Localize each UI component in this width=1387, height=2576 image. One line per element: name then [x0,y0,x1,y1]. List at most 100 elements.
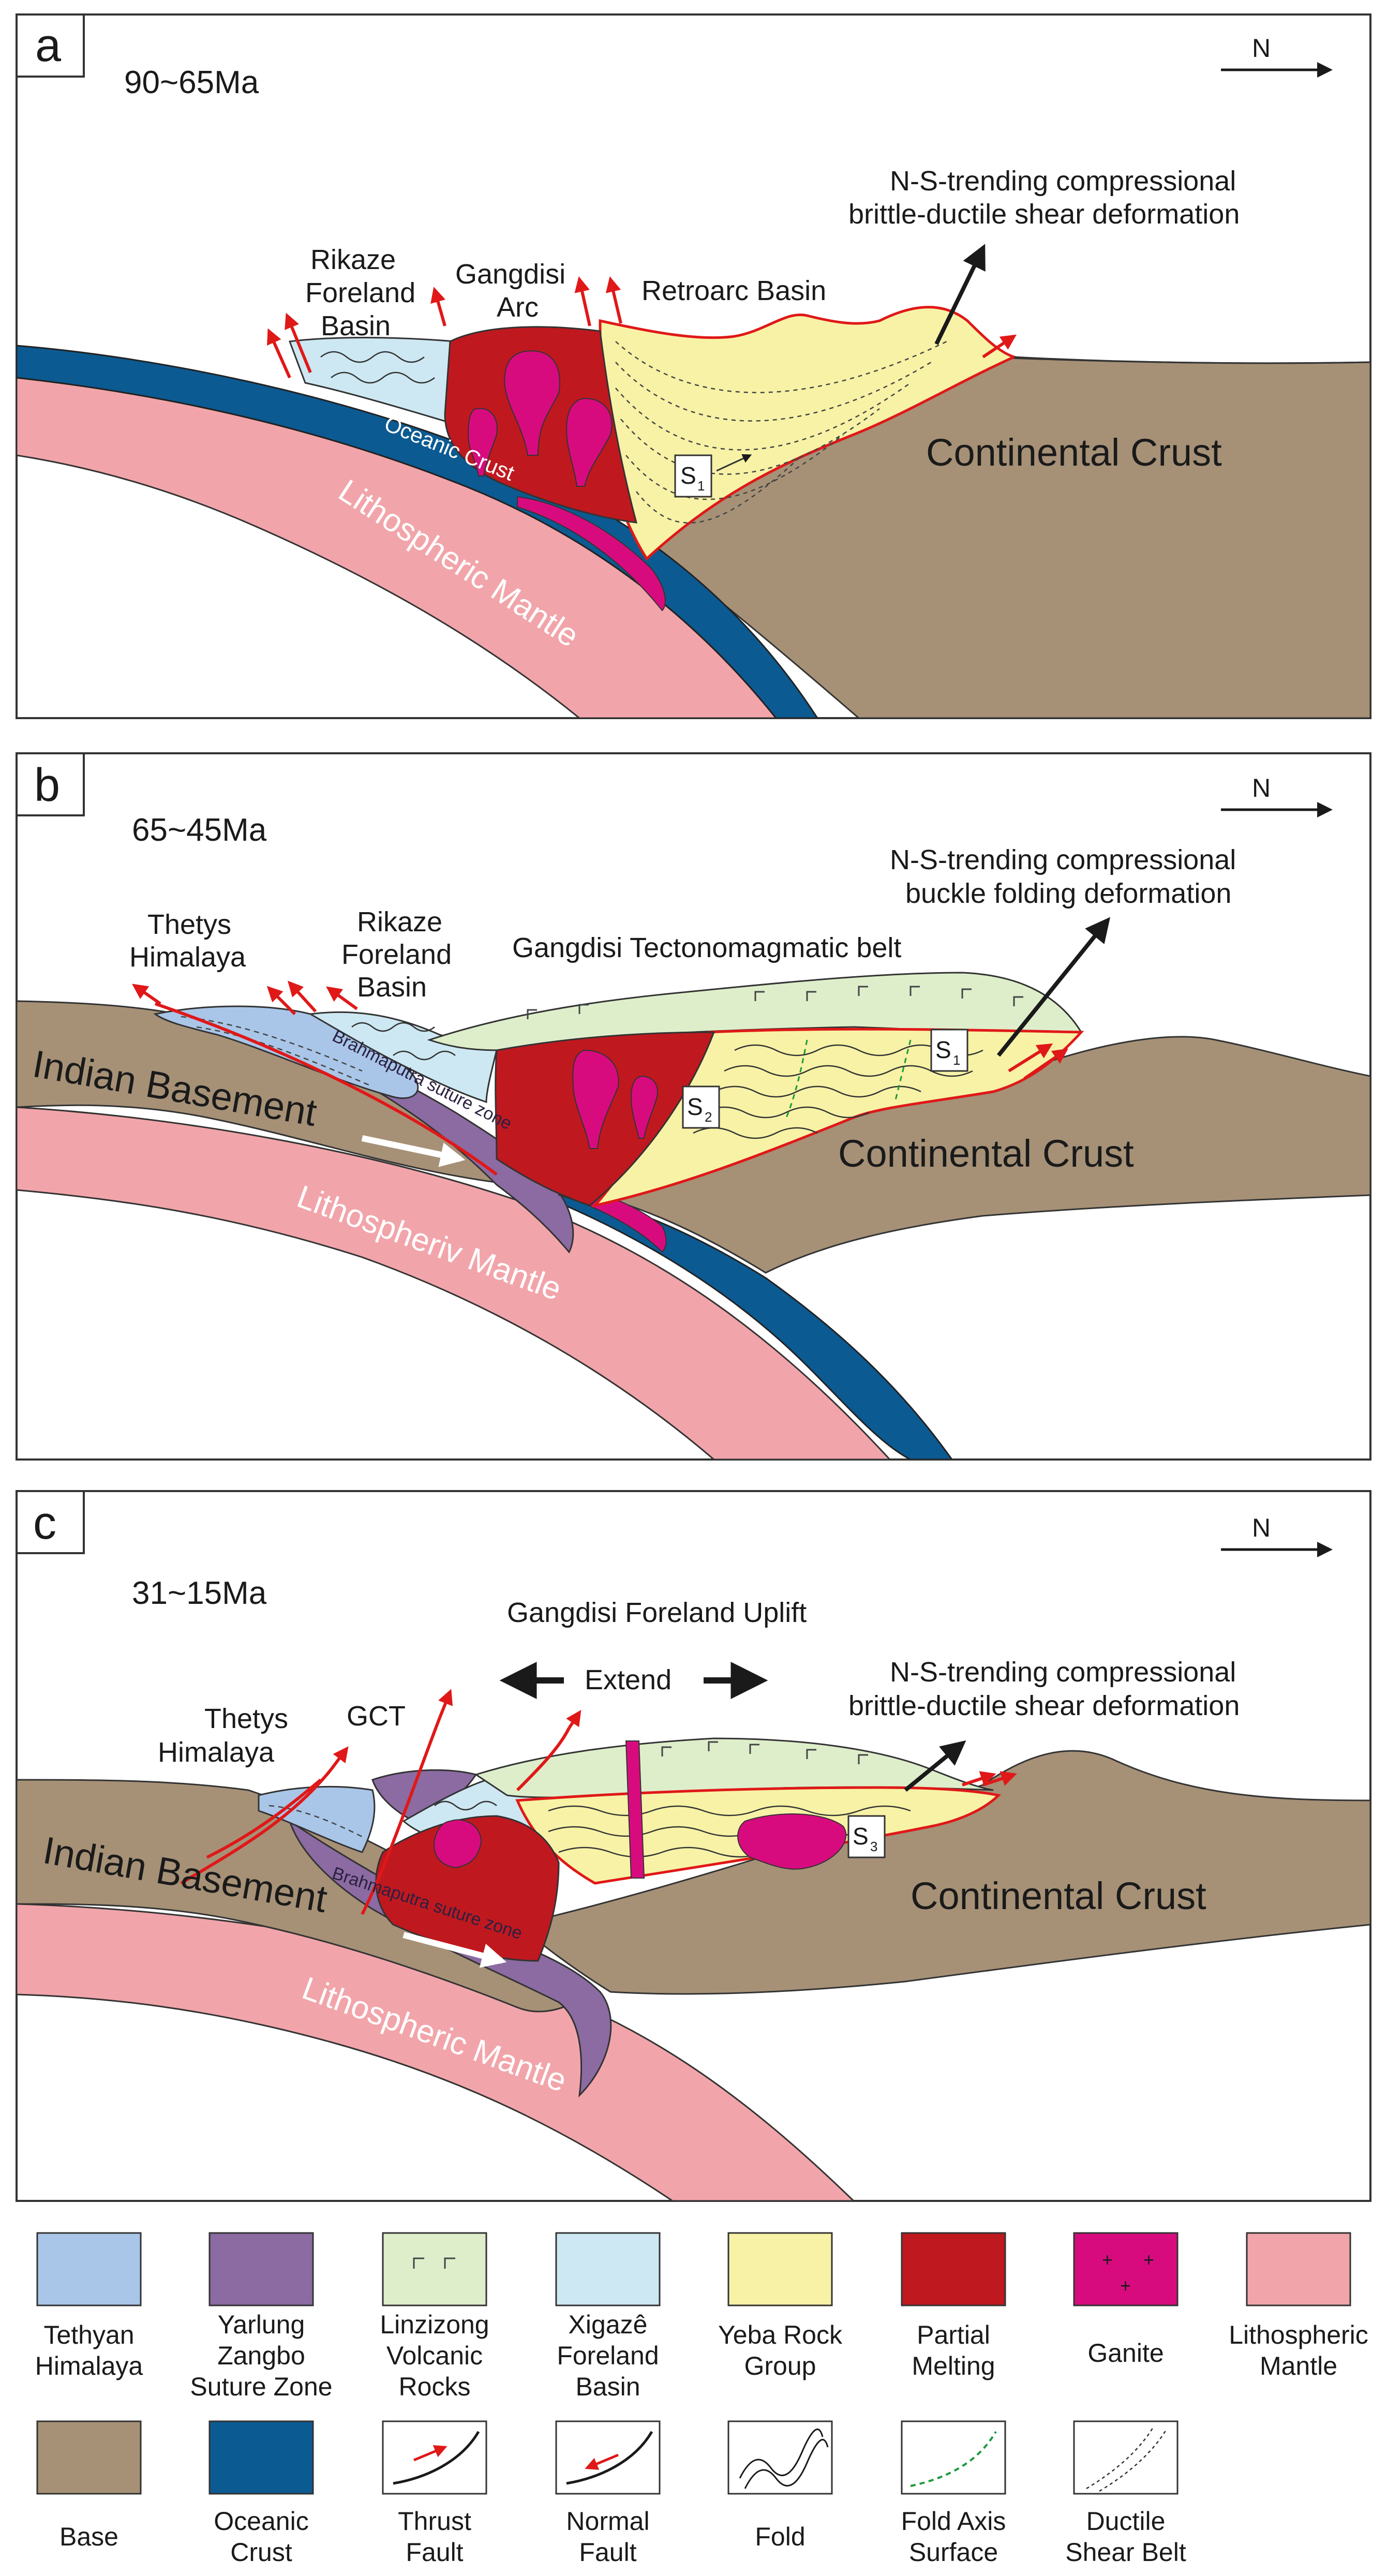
white-arrow-c [402,1932,507,1968]
s1-label-a: S [680,462,696,489]
legend-label-granite: Ganite [1087,2339,1164,2367]
legend-label-mantle-1: Lithospheric [1229,2320,1368,2349]
gangdisi-label-1-a: Gangdisi [455,259,565,290]
continental-crust-c [515,1750,1370,1995]
wavy-lines-a [320,351,435,384]
legend-label-ductile-1: Ductile [1086,2507,1166,2536]
legend-label-linzizong-3: Rocks [399,2372,471,2401]
legend-label-linzizong-1: Linzizong [380,2310,489,2339]
rikaze-label-1-a: Rikaze [310,244,396,275]
oceanic-crust-a [17,345,818,718]
svg-text:+: + [1120,2275,1131,2296]
svg-text:+: + [1102,2249,1113,2270]
deformation-arrow-b [996,917,1111,1057]
uplift-label-c: Gangdisi Foreland Uplift [507,1597,807,1628]
rikaze-label-2-b: Foreland [341,939,452,970]
legend-label-thrust-1: Thrust [398,2507,471,2536]
retroarc-label-a: Retroarc Basin [642,275,826,306]
dashed-lines-c [269,1805,363,1838]
gangdisi-label-b: Gangdisi Tectonomagmatic belt [512,932,901,963]
deformation-arrow-a [934,244,986,345]
legend-label-tethyan-2: Himalaya [35,2351,143,2380]
north-label-a: N [1252,34,1271,63]
faults-c [180,1689,1017,1915]
legend-label-xigaze-2: Foreland [557,2341,659,2370]
legend-label-suture-3: Suture Zone [190,2372,332,2401]
thetys-label-2-b: Himalaya [129,942,246,973]
legend-swatch-oceanic [208,2420,314,2495]
legend-label-normal-1: Normal [566,2507,649,2536]
legend-swatch-xigaze [555,2232,661,2306]
thetys-label-1-c: Thetys [204,1703,288,1734]
rikaze-label-3-b: Basin [357,972,427,1003]
s1-sub-a: 1 [697,478,705,494]
s2-label-b: S [687,1093,703,1120]
deformation-label-2-c: brittle-ductile shear deformation [848,1690,1240,1721]
ductile-shear-c [625,1740,645,1879]
legend-swatch-thrust [382,2420,487,2495]
age-label-b: 65~45Ma [132,812,267,848]
deformation-label-2-a: brittle-ductile shear deformation [848,199,1240,230]
deformation-label-1-b: N-S-trending compressional [890,844,1236,875]
legend-swatch-linzizong [382,2232,487,2306]
s3-label-c: S [853,1823,869,1850]
age-label-c: 31~15Ma [132,1575,267,1611]
volcanic-ticks-c [661,1741,868,1764]
panel-a: a 90~65Ma N Rikaze Foreland Basin Gangdi… [16,13,1371,719]
legend-label-linzizong-2: Volcanic [386,2341,483,2370]
white-arrow-b [361,1135,466,1167]
continental-label-a: Continental Crust [926,431,1222,474]
legend-label-xigaze-1: Xigazê [569,2310,648,2339]
legend-label-oceanic-1: Oceanic [214,2507,308,2536]
gct-label-c: GCT [347,1701,406,1732]
fold-axis-b [785,1039,912,1118]
panel-tag-a: a [35,20,62,71]
legend-label-partial-2: Melting [912,2351,995,2380]
legend-label-partial-1: Partial [917,2320,990,2349]
legend-swatch-tethyan [36,2232,142,2306]
foreland-basin-b [308,1011,498,1104]
panel-c: c 31~15Ma N Gangdisi Foreland Uplift Ext… [16,1490,1371,2202]
legend-swatch-partial [901,2232,1006,2306]
s3-sub-c: 3 [870,1839,877,1854]
north-label-c: N [1252,1513,1271,1542]
fold-lines-a [615,340,947,524]
gangdisi-label-2-a: Arc [497,292,539,323]
legend-label-mantle-2: Mantle [1260,2351,1337,2380]
extend-label-c: Extend [585,1664,672,1695]
legend-label-oceanic-2: Crust [230,2538,292,2567]
mantle-b [17,1106,891,1460]
legend-label-xigaze-3: Basin [575,2372,640,2401]
panel-tag-c: c [33,1497,56,1549]
legend-swatch-foldaxis [901,2420,1006,2495]
volcanic-ticks-b [527,986,1023,1019]
s3-box-c [847,1815,886,1858]
granite-wedge-a [517,496,666,612]
legend-swatch-mantle [1246,2232,1351,2306]
legend-label-ductile-2: Shear Belt [1065,2538,1186,2567]
legend-label-foldaxis-1: Fold Axis [901,2507,1006,2536]
age-label-a: 90~65Ma [124,65,259,100]
legend-swatch-ductile [1073,2420,1179,2495]
legend-label-normal-2: Fault [579,2538,636,2567]
s2-sub-b: 2 [705,1109,712,1125]
deformation-label-1-a: N-S-trending compressional [890,166,1236,197]
s1-sub-b: 1 [953,1052,960,1068]
legend-label-base: Base [59,2522,118,2551]
legend-label-suture-1: Yarlung [218,2310,305,2339]
legend-swatch-base [36,2420,142,2495]
legend-label-fold: Fold [755,2522,805,2551]
legend-swatch-suture [208,2232,314,2306]
rikaze-label-3-a: Basin [321,310,391,341]
rikaze-label-2-a: Foreland [305,277,415,308]
s2-box-b [682,1085,720,1129]
s1-label-b: S [935,1036,951,1063]
legend-label-yeba-1: Yeba Rock [718,2320,843,2349]
continental-label-c: Continental Crust [911,1874,1206,1917]
rikaze-label-1-b: Rikaze [357,906,442,937]
s1-box-a [674,454,712,498]
partial-melting-c [375,1815,560,1962]
granite-plumes-a [467,350,613,487]
s1-box-b [930,1029,968,1072]
